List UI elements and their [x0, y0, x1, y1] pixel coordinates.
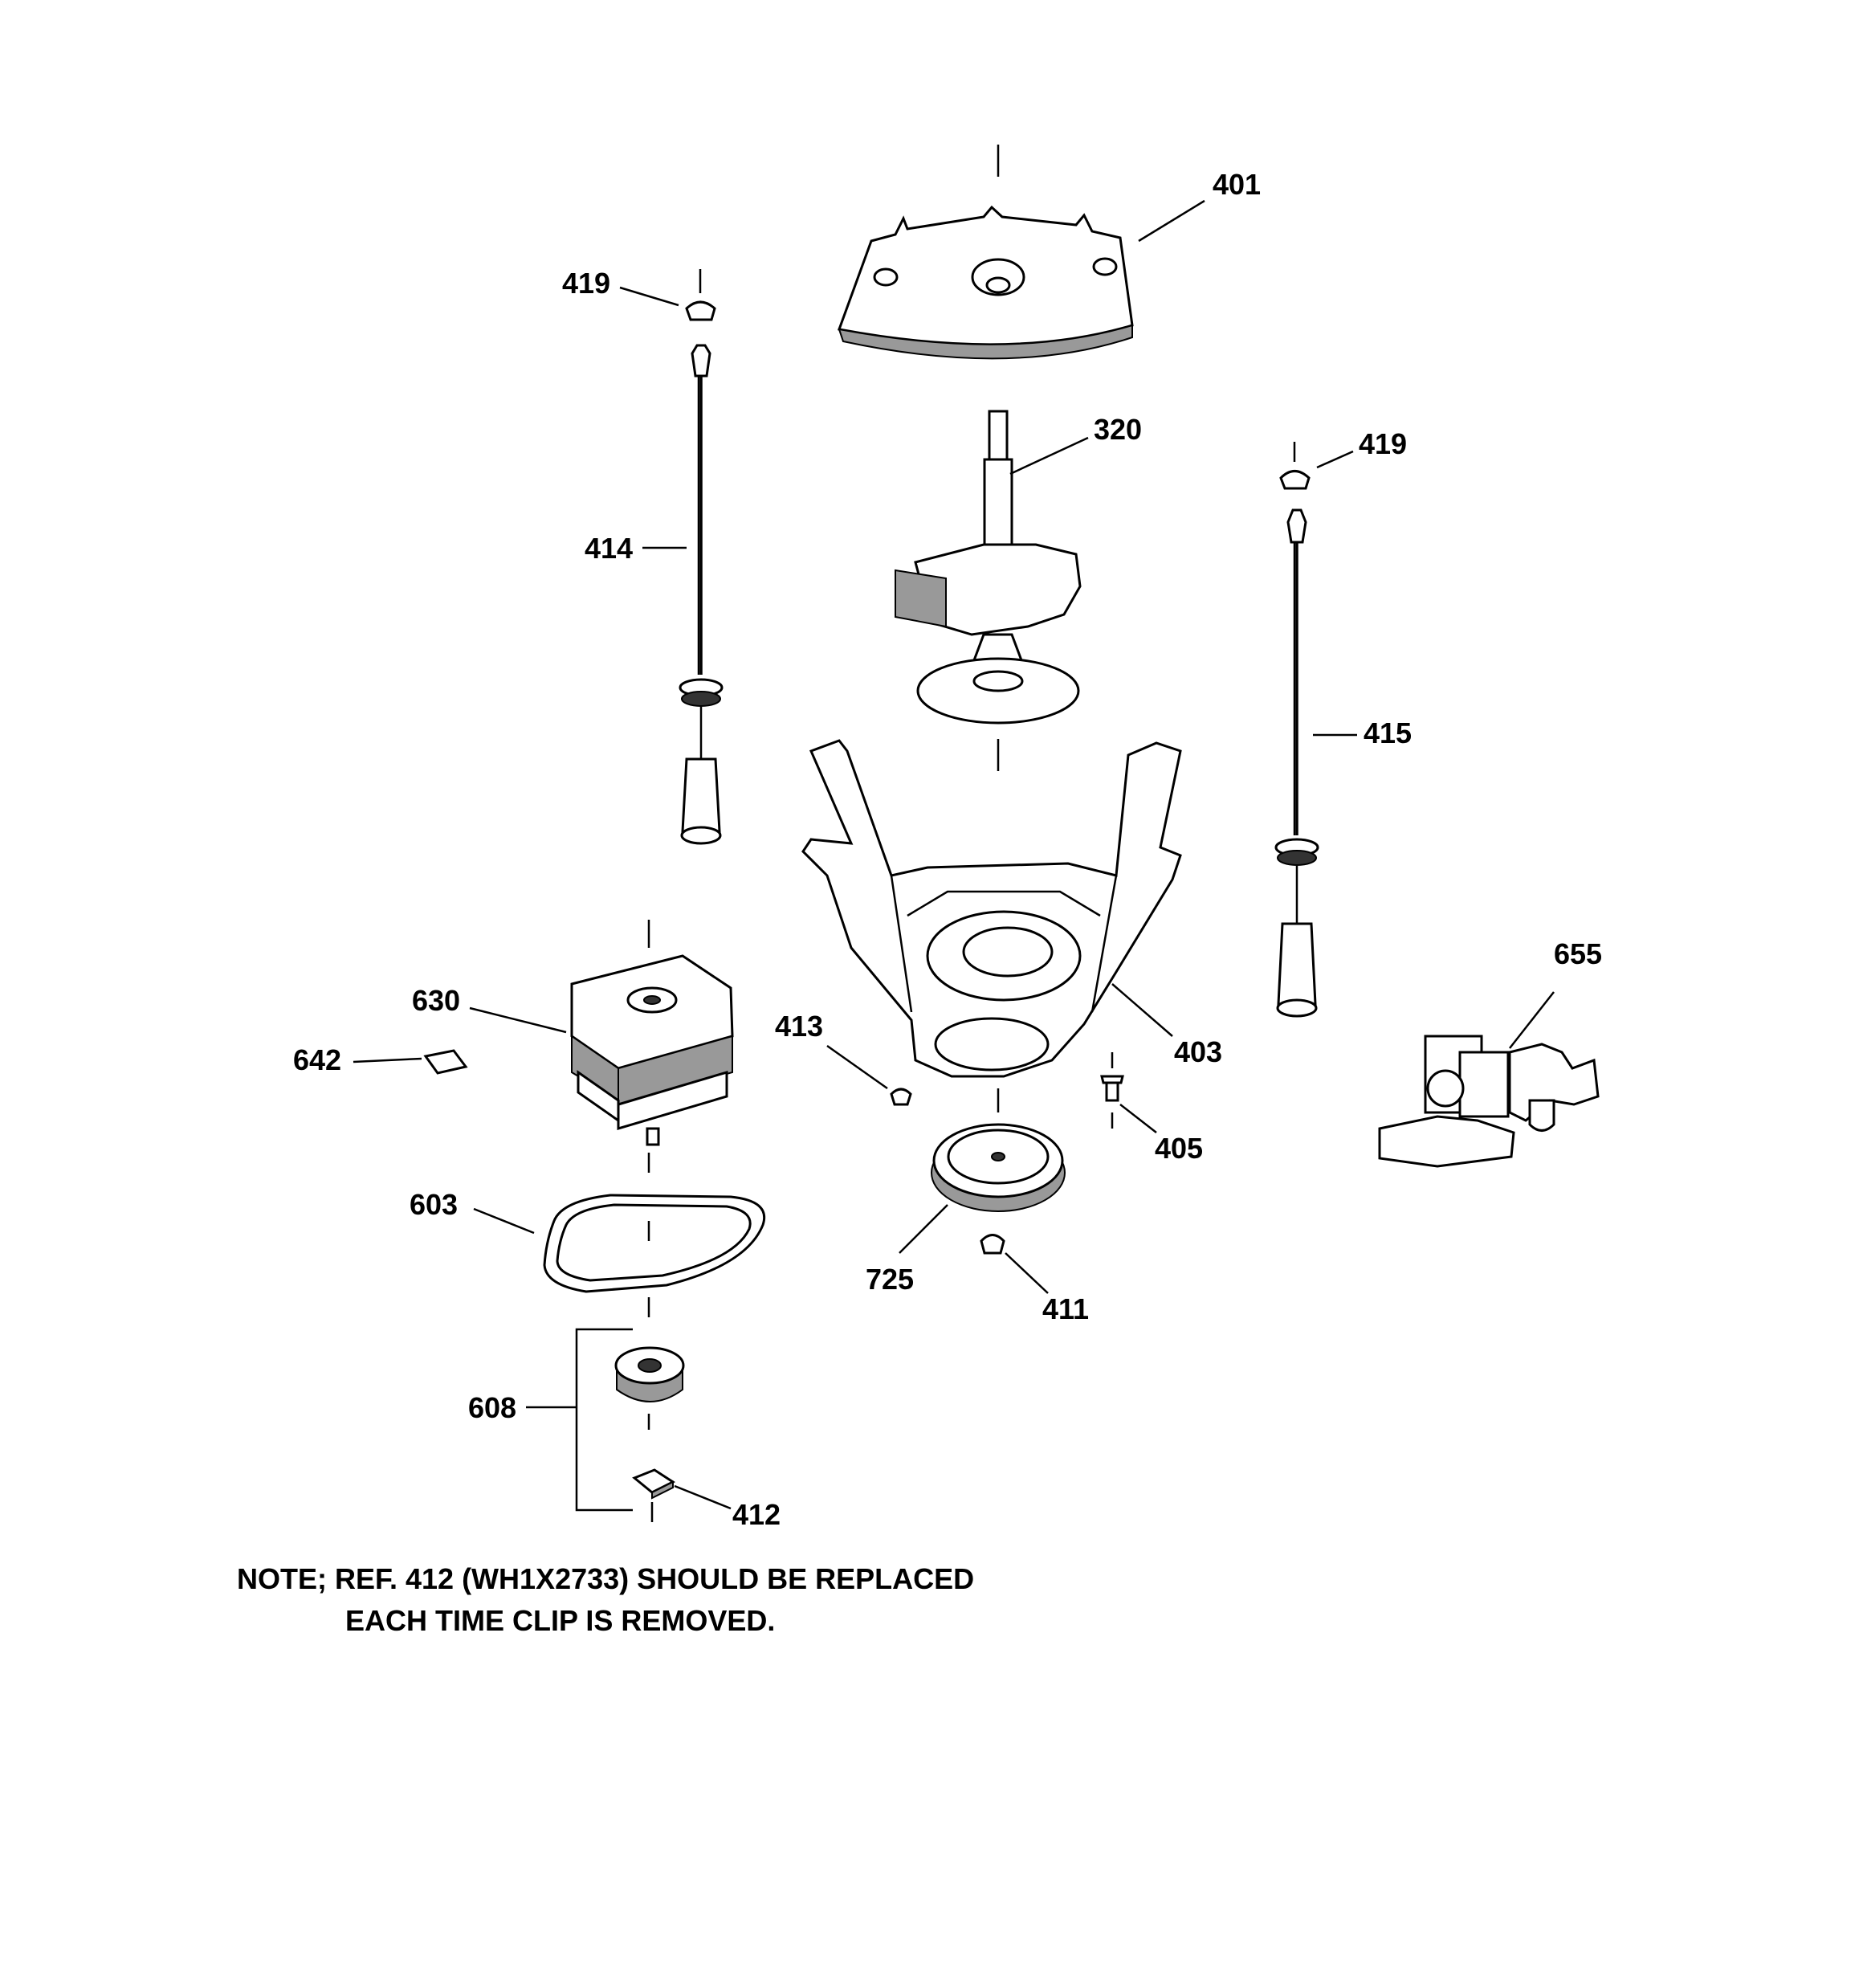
label-415: 415	[1364, 716, 1412, 749]
part-414-suspension-rod	[642, 344, 724, 845]
label-725: 725	[866, 1263, 914, 1296]
part-419-left-cap	[619, 269, 716, 321]
part-608-pulley	[526, 1297, 685, 1512]
label-403: 403	[1174, 1035, 1222, 1068]
label-655: 655	[1554, 937, 1602, 970]
part-403-bracket	[801, 739, 1182, 1112]
part-630-motor	[469, 920, 734, 1146]
label-419-right: 419	[1359, 427, 1407, 460]
note-line-2: EACH TIME CLIP IS REMOVED.	[345, 1604, 775, 1637]
label-414: 414	[585, 532, 633, 565]
part-603-belt	[473, 1153, 765, 1293]
label-401: 401	[1213, 168, 1261, 201]
label-608: 608	[468, 1391, 516, 1424]
part-655-pump	[1378, 991, 1600, 1168]
note-line-1: NOTE; REF. 412 (WH1X2733) SHOULD BE REPL…	[237, 1562, 974, 1595]
part-405-bolt	[1100, 1052, 1157, 1133]
label-412: 412	[732, 1498, 781, 1531]
part-725-pulley	[899, 1123, 1066, 1254]
label-419-left: 419	[562, 267, 610, 300]
label-320: 320	[1094, 413, 1142, 446]
label-405: 405	[1155, 1132, 1203, 1165]
part-401-cover	[837, 145, 1205, 360]
label-630: 630	[412, 984, 460, 1017]
part-411-nut	[980, 1234, 1049, 1294]
part-412-clip	[632, 1468, 732, 1522]
part-320-transmission	[895, 410, 1089, 771]
part-413-nut	[826, 1044, 912, 1106]
label-603: 603	[410, 1188, 458, 1221]
label-411: 411	[1042, 1292, 1089, 1325]
label-642: 642	[293, 1043, 341, 1076]
part-415-suspension-rod	[1274, 508, 1357, 1018]
part-642-clip	[353, 1049, 468, 1075]
part-419-right-cap	[1279, 442, 1354, 490]
label-413: 413	[775, 1010, 823, 1043]
